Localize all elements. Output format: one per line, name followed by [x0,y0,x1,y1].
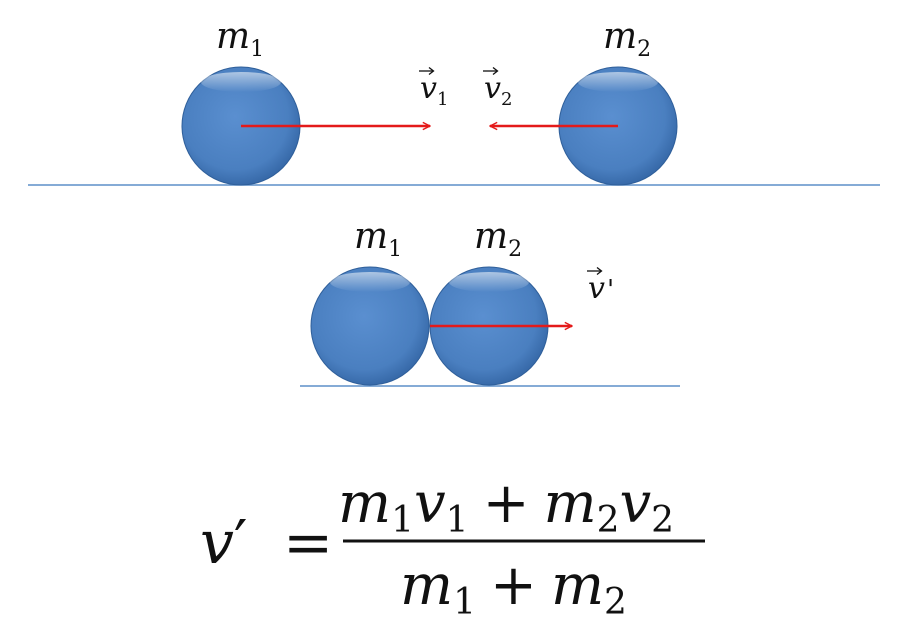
ball-m1-after [310,266,430,386]
momentum-formula: v′ = m1v1+m2v2 m1+m2 [200,471,705,623]
label-v1: v1 [419,66,448,110]
label-v2: v2 [483,66,512,110]
label-v-prime: v' [587,266,614,306]
svg-text:v1: v1 [420,71,448,110]
label-m1-before: m1 [216,16,264,62]
svg-text:v': v' [588,271,614,306]
formula-lhs: v′ [200,508,248,578]
label-m2-after: m2 [474,216,522,262]
formula-denominator: m1+m2 [400,553,627,623]
label-m1-after: m1 [354,216,402,262]
label-m2-before: m2 [603,16,651,62]
formula-equals: = [283,508,333,578]
formula-numerator: m1v1+m2v2 [338,471,674,541]
svg-text:v2: v2 [484,71,512,110]
